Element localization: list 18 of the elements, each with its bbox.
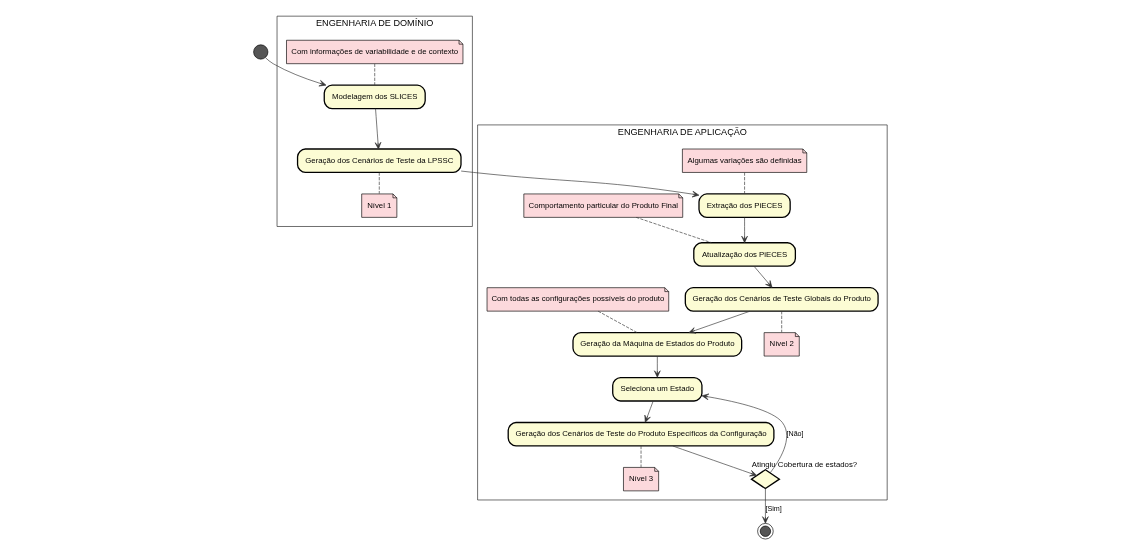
arrow: [460, 170, 700, 198]
arrow: [644, 400, 654, 423]
arrow: [672, 445, 757, 477]
connector: [374, 63, 376, 86]
node-circle: [253, 44, 269, 60]
arrow: [374, 108, 382, 150]
arrow: [741, 217, 748, 243]
connector: [635, 217, 712, 244]
connector: [597, 310, 638, 333]
connector: [640, 445, 642, 468]
connector: [781, 310, 783, 333]
arrow: [762, 488, 769, 524]
arrow: [701, 393, 787, 474]
arrow: [753, 266, 773, 288]
connector: [378, 172, 380, 194]
arrow: [688, 310, 751, 334]
connector: [744, 172, 745, 194]
arrow: [654, 355, 661, 378]
